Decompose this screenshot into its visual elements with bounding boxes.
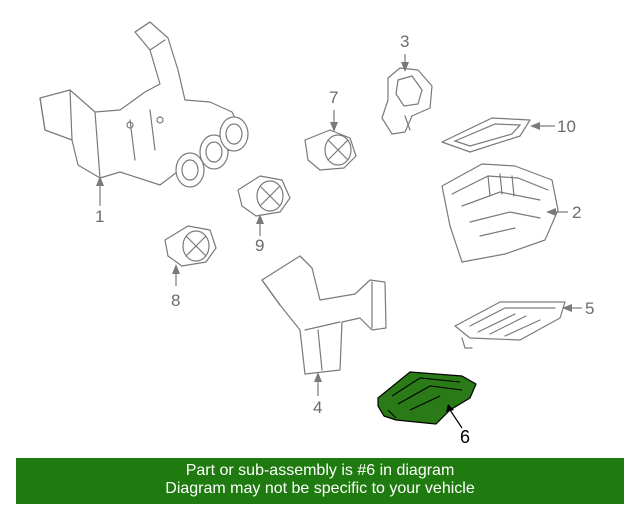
banner-line-1: Part or sub-assembly is #6 in diagram	[185, 462, 455, 479]
callout-4: 4	[313, 398, 323, 417]
callout-9: 9	[255, 236, 265, 255]
part-5-tray[interactable]	[454, 301, 566, 349]
banner-line-2: Diagram may not be specific to your vehi…	[165, 480, 475, 497]
part-8-vent[interactable]	[164, 225, 217, 267]
callout-2: 2	[572, 203, 582, 222]
part-3-duct[interactable]	[381, 67, 433, 135]
callout-6: 6	[460, 427, 471, 447]
callout-7: 7	[329, 88, 339, 107]
part-2-housing[interactable]	[441, 163, 559, 263]
callout-5: 5	[585, 299, 595, 318]
callout-8: 8	[171, 291, 181, 310]
part-6-selected[interactable]	[377, 371, 477, 425]
callout-3: 3	[400, 32, 410, 51]
part-1-main-duct[interactable]	[39, 21, 249, 188]
part-10-panel[interactable]	[441, 117, 531, 153]
callout-10: 10	[557, 117, 576, 136]
parts-diagram	[39, 21, 582, 429]
part-9-vent[interactable]	[237, 175, 291, 217]
info-banner: Part or sub-assembly is #6 in diagram Di…	[16, 458, 624, 504]
part-7-vent[interactable]	[304, 129, 357, 171]
part-4-duct[interactable]	[261, 255, 387, 375]
callout-1: 1	[95, 207, 105, 226]
